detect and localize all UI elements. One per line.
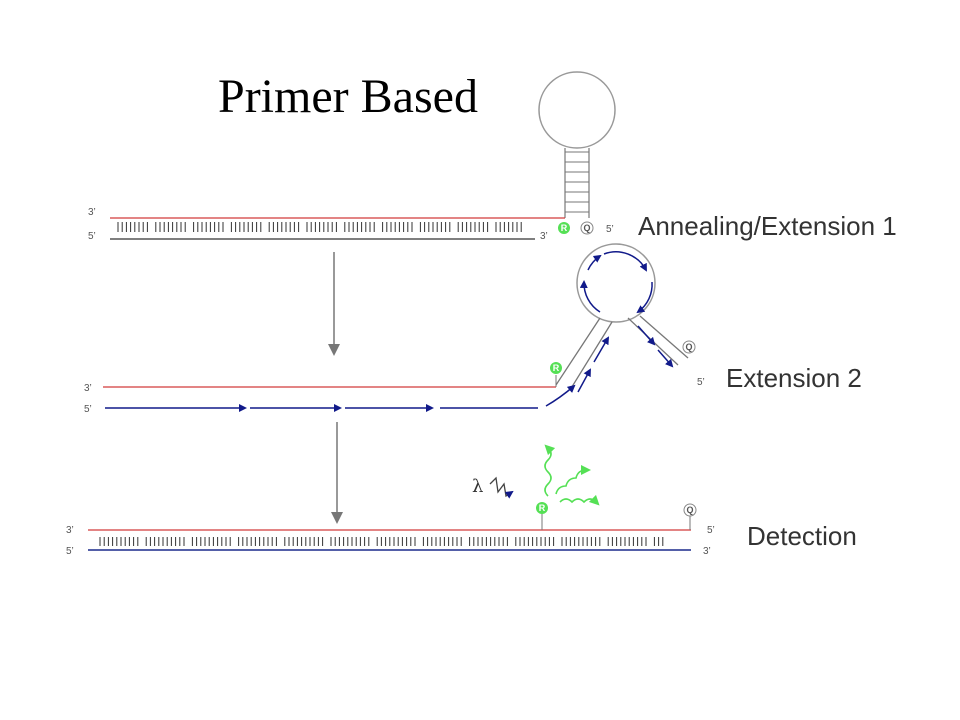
circular-extension-arrows — [579, 251, 653, 314]
stage-label-extension-2: Extension 2 — [726, 363, 862, 393]
reporter-marker — [558, 222, 570, 234]
page-title: Primer Based — [218, 70, 478, 123]
probe-arm-left — [555, 317, 601, 386]
base-pairs — [99, 537, 664, 546]
end-label-5prime: 5’ — [707, 525, 715, 536]
probe-loop — [576, 243, 656, 323]
probe-arm-right-inner — [639, 315, 689, 359]
stage-annealing: 3’ 5’ 3’ 5’ R Q Annealing/Extension 1 — [88, 71, 897, 242]
end-label-5prime: 5’ — [697, 377, 705, 388]
reporter-label: R — [553, 363, 560, 373]
quencher-label: Q — [685, 342, 692, 352]
lambda-symbol: λ — [472, 476, 483, 497]
end-label-3prime: 3’ — [88, 207, 96, 218]
excitation-light-wave — [489, 476, 514, 499]
quencher-label: Q — [686, 505, 693, 515]
reporter-label: R — [539, 503, 546, 513]
quencher-label: Q — [583, 223, 590, 233]
stage-label-detection: Detection — [747, 521, 857, 551]
end-label-3prime: 3’ — [540, 231, 548, 242]
stage-extension-2: 3’ 5’ 5’ R Q Extension 2 — [84, 243, 862, 415]
stage-detection: 3’ 5’ 5’ 3’ λ R Q Detection — [66, 444, 857, 557]
end-label-3prime: 3’ — [703, 546, 711, 557]
end-label-5prime: 5’ — [66, 546, 74, 557]
end-label-5prime: 5’ — [84, 404, 92, 415]
end-label-3prime: 3’ — [84, 383, 92, 394]
end-label-5prime: 5’ — [88, 231, 96, 242]
quencher-marker — [580, 221, 594, 235]
hairpin-stem — [564, 148, 590, 218]
reporter-marker — [550, 362, 562, 374]
probe-arm-right — [627, 317, 679, 366]
probe-arm-left-inner — [569, 321, 613, 391]
reporter-label: R — [561, 223, 568, 233]
base-pairs — [117, 222, 522, 232]
quencher-marker — [683, 503, 697, 517]
primer-extension-arrows — [105, 384, 576, 412]
arm-extension-arrows — [577, 325, 674, 393]
reporter-marker — [536, 502, 548, 514]
stage-label-annealing: Annealing/Extension 1 — [638, 211, 897, 241]
end-label-5prime: 5’ — [606, 224, 614, 235]
hairpin-loop — [538, 71, 616, 149]
quencher-marker — [682, 340, 696, 354]
end-label-3prime: 3’ — [66, 525, 74, 536]
emission-light-waves — [544, 444, 600, 506]
